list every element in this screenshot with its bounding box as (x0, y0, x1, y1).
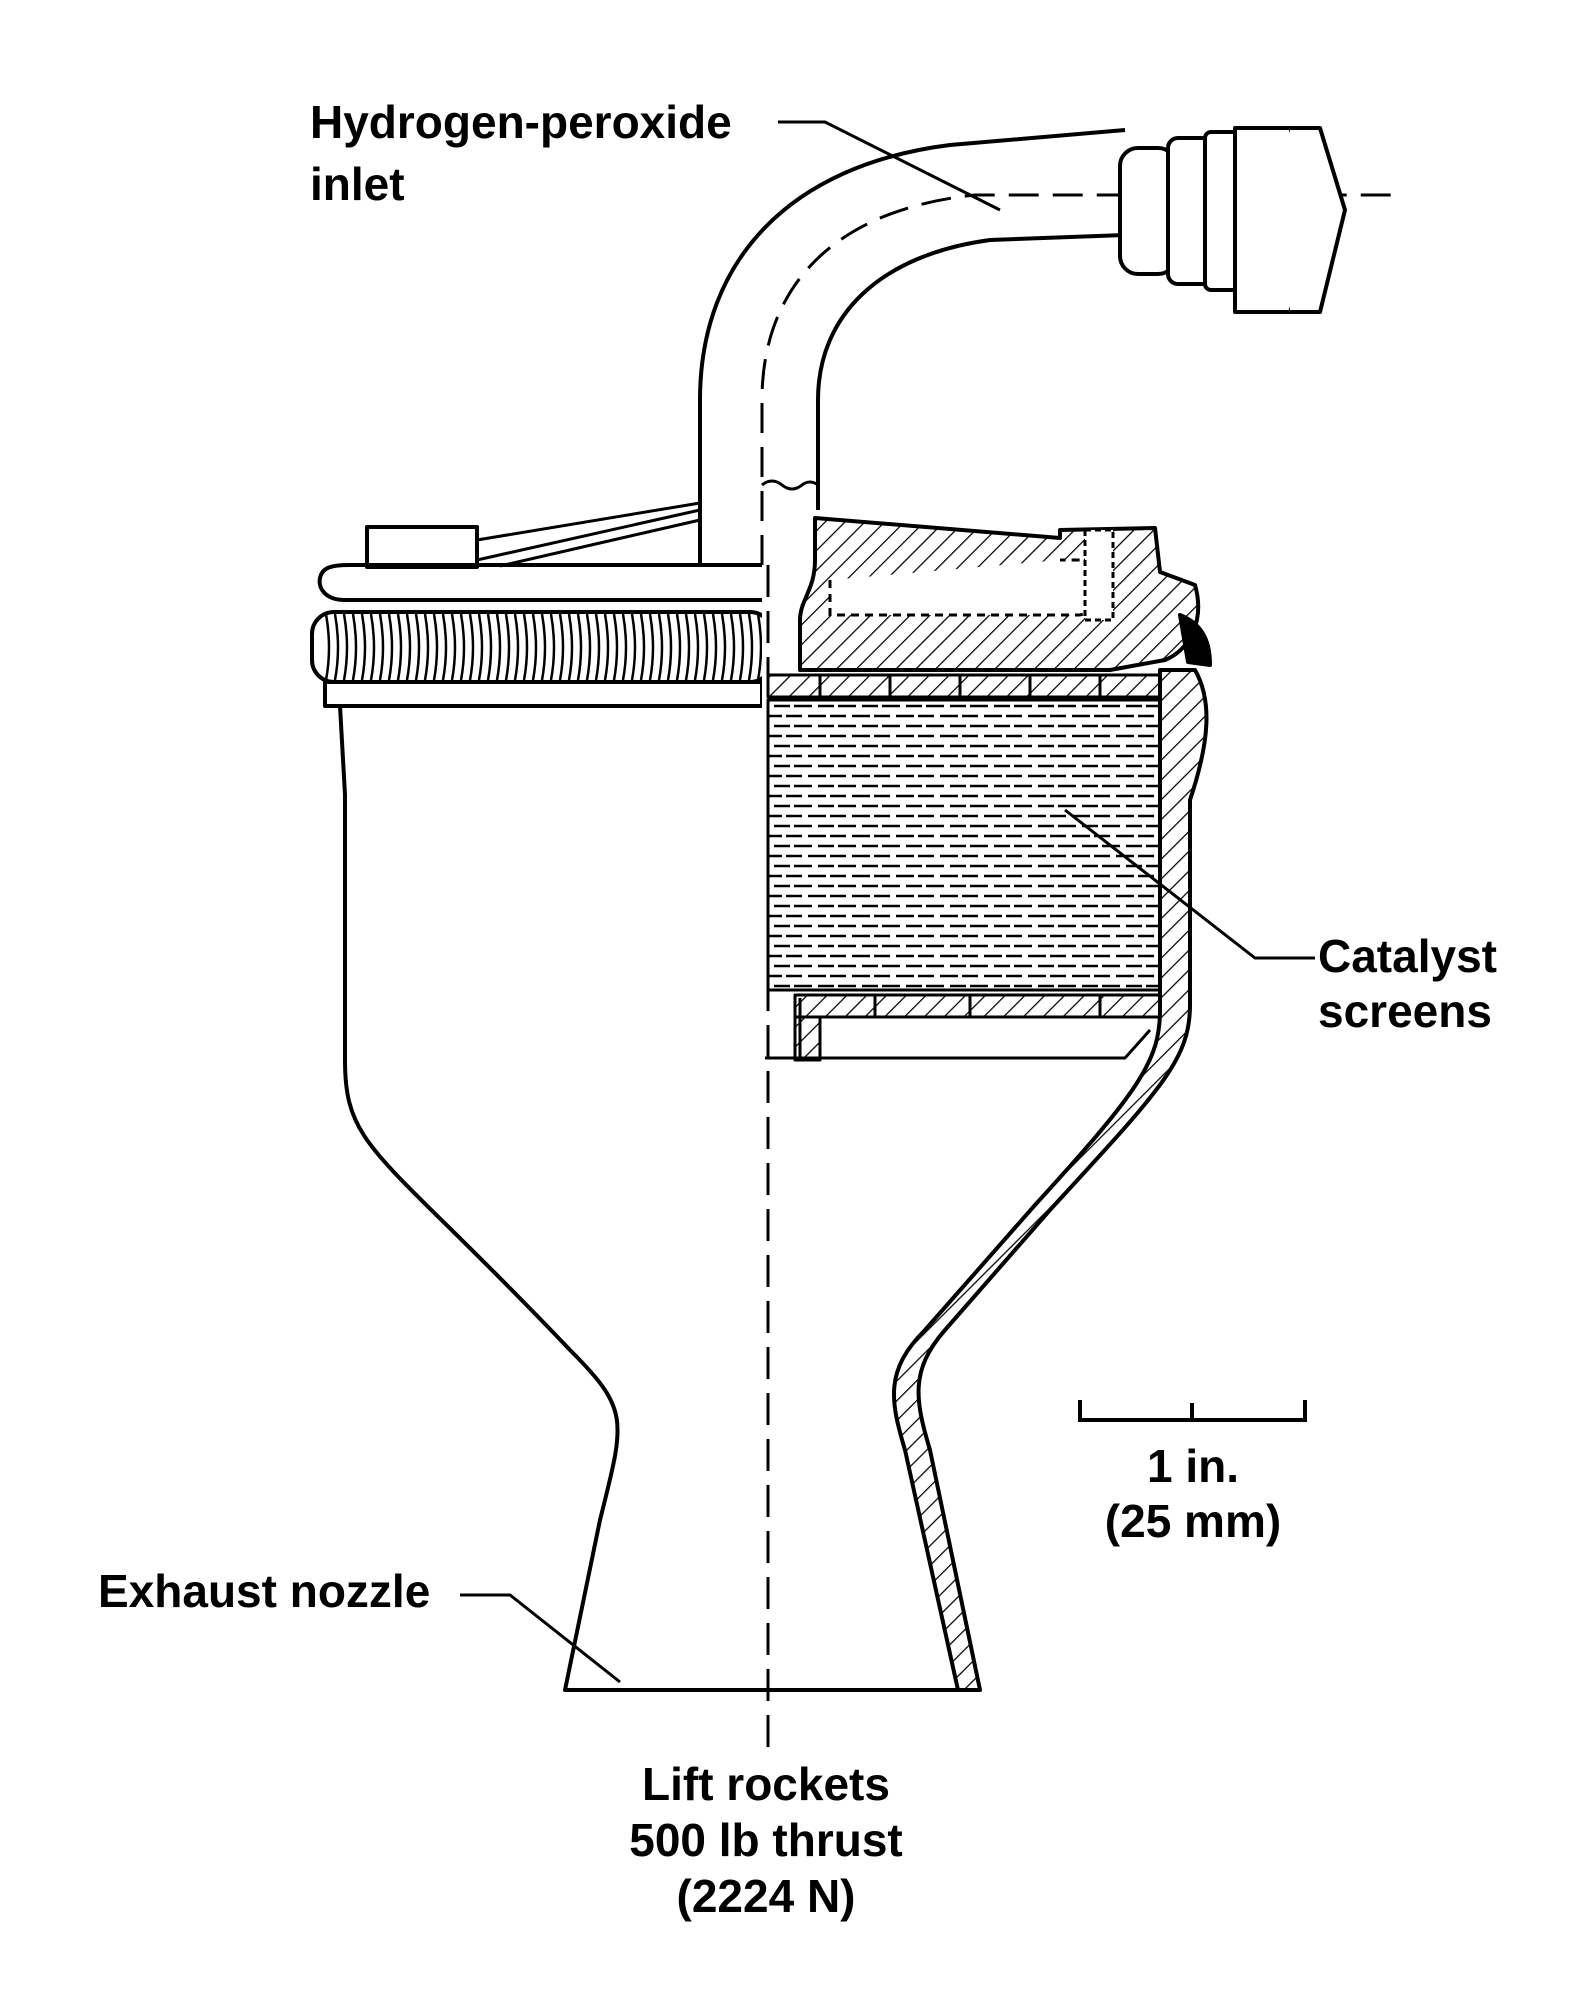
knurl-line (504, 613, 511, 681)
scale-bar (1078, 1400, 1307, 1422)
knurl-line (747, 613, 754, 681)
inlet-leader (778, 120, 1001, 212)
inlet-fitting (1118, 126, 1347, 314)
knurl-line (576, 613, 583, 681)
knurl-line (495, 613, 502, 681)
rocket-drawing (310, 126, 1395, 1760)
caption-line1: Lift rockets (642, 1758, 890, 1810)
knurl-line (540, 613, 547, 681)
exhaust-label: Exhaust nozzle (98, 1565, 430, 1617)
knurl-line (612, 613, 619, 681)
knurl-line (567, 613, 574, 681)
injector-cap-outline (317, 563, 762, 602)
knurl-line (675, 613, 682, 681)
knurl-line (585, 613, 592, 681)
inlet-pipe (698, 128, 1395, 565)
knurl-line (441, 613, 448, 681)
knurl-line (414, 613, 421, 681)
knurl-line (684, 613, 691, 681)
knurl-line (387, 613, 394, 681)
catalyst-label-line2: screens (1318, 985, 1492, 1037)
knurl-line (621, 613, 628, 681)
knurl-line (405, 613, 412, 681)
knurl-line (648, 613, 655, 681)
knurl-line (396, 613, 403, 681)
knurl-line (423, 613, 430, 681)
scale-label-line2: (25 mm) (1105, 1495, 1281, 1547)
knurl-line (351, 613, 358, 681)
scale-label-line1: 1 in. (1147, 1440, 1239, 1492)
knurl-line (729, 613, 736, 681)
knurl-line (558, 613, 565, 681)
knurl-line (531, 613, 538, 681)
mounting-block (365, 525, 479, 569)
knurl-line (639, 613, 646, 681)
inlet-struts (476, 501, 701, 568)
knurl-line (630, 613, 637, 681)
inlet-label-line1: Hydrogen-peroxide (310, 96, 732, 148)
knurl-line (522, 613, 529, 681)
knurl-line (486, 613, 493, 681)
knurl-line (756, 613, 762, 681)
nozzle-outer-left (338, 705, 762, 1692)
catalyst-label-line1: Catalyst (1318, 930, 1497, 982)
caption-line3: (2224 N) (677, 1870, 856, 1922)
knurl-line (549, 613, 556, 681)
section-view (762, 516, 1212, 1692)
knurl-line (720, 613, 727, 681)
knurl-line (603, 613, 610, 681)
leader-lines (460, 120, 1315, 1684)
knurl-line (594, 613, 601, 681)
knurl-line (378, 613, 385, 681)
knurl-line (369, 613, 376, 681)
knurl-line (468, 613, 475, 681)
knurl-line (513, 613, 520, 681)
lower-retainer-plate (793, 993, 1162, 1019)
knurl-line (702, 613, 709, 681)
chamber-wall (891, 668, 1209, 1692)
knurl-line (450, 613, 457, 681)
knurl-line (459, 613, 466, 681)
knurl-line (342, 613, 349, 681)
caption-line2: 500 lb thrust (629, 1814, 903, 1866)
knurl-line (693, 613, 700, 681)
knurl-line (666, 613, 673, 681)
bolt-hole (1083, 528, 1115, 622)
exhaust-leader (460, 1593, 621, 1684)
knurl-lines (324, 613, 762, 681)
knurl-line (360, 613, 367, 681)
knurl-line (432, 613, 439, 681)
knurl-line (477, 613, 484, 681)
knurl-line (738, 613, 745, 681)
pipe-centerline (760, 193, 1395, 565)
knurl-line (711, 613, 718, 681)
knurl-line (657, 613, 664, 681)
weld-bead (1178, 613, 1212, 667)
inlet-label-line2: inlet (310, 158, 405, 210)
catalyst-pack (766, 698, 1162, 992)
knurl-line (333, 613, 340, 681)
knurl-line (324, 613, 331, 681)
catalyst-leader (1064, 808, 1315, 960)
